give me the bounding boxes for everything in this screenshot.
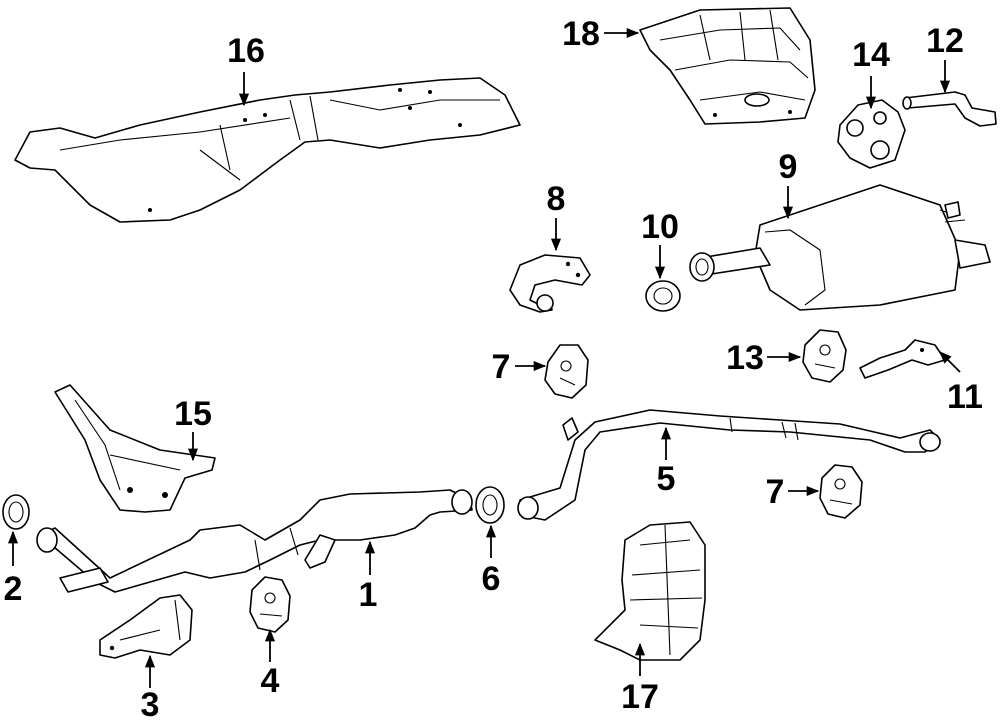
leader-lines — [7, 27, 961, 688]
gasket-2 — [2, 494, 30, 530]
callout-6: 6 — [482, 560, 501, 598]
callout-7-lower: 7 — [766, 473, 785, 511]
heat-insulator-16 — [14, 77, 521, 223]
hanger-13 — [802, 329, 847, 383]
callout-3: 3 — [141, 686, 160, 720]
callout-14: 14 — [852, 36, 890, 74]
callout-10: 10 — [641, 208, 679, 246]
callout-9: 9 — [779, 148, 798, 186]
callout-11: 11 — [947, 378, 983, 416]
hanger-7c — [819, 464, 863, 519]
center-pipe-5 — [517, 409, 941, 521]
pipe-12 — [902, 91, 997, 127]
callout-15: 15 — [174, 395, 212, 433]
gasket-6 — [475, 486, 505, 524]
flange-14 — [837, 99, 906, 169]
callout-4: 4 — [261, 662, 280, 700]
callout-8: 8 — [547, 180, 566, 218]
callout-5: 5 — [657, 460, 676, 498]
heat-shield-17 — [594, 521, 706, 661]
callout-1: 1 — [359, 576, 378, 614]
callout-16: 16 — [227, 32, 265, 70]
heat-insulator-18 — [639, 7, 816, 125]
bracket-11 — [859, 339, 946, 379]
callout-18: 18 — [562, 15, 600, 53]
bracket-15 — [54, 384, 216, 513]
gasket-10 — [645, 280, 681, 312]
leader-11 — [939, 351, 961, 373]
front-pipe-1 — [36, 489, 473, 593]
callout-17: 17 — [621, 678, 659, 716]
callout-13: 13 — [726, 339, 764, 377]
hanger-7a — [544, 344, 589, 399]
bracket-8 — [509, 254, 591, 313]
hanger-4 — [249, 576, 291, 633]
bracket-3 — [99, 594, 193, 659]
callout-7-upper: 7 — [492, 348, 511, 386]
muffler-9 — [689, 184, 991, 311]
callout-2: 2 — [4, 570, 23, 608]
callout-labels: 16 18 14 12 9 8 10 7 13 11 15 5 7 2 1 6 … — [4, 15, 983, 720]
callout-12: 12 — [926, 22, 964, 60]
